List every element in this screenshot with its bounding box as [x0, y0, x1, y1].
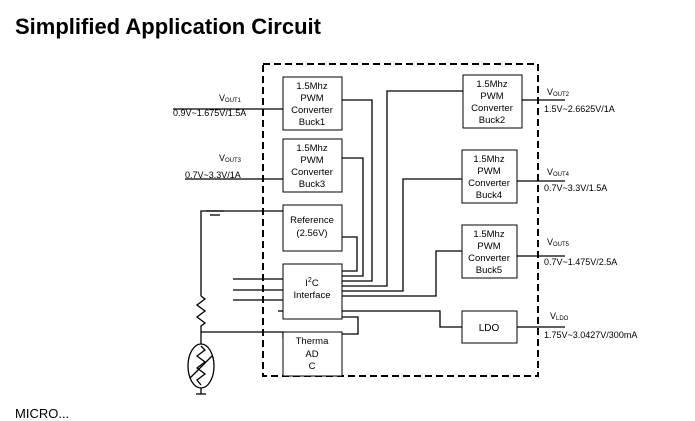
i2c-line2: Interface: [294, 290, 331, 301]
ldo-block: LDO: [461, 310, 518, 344]
buck4-line4: Buck4: [476, 190, 502, 201]
vout5-label: VOUT5 0.7V~1.475V/2.5A: [544, 237, 617, 267]
reference-line2: (2.56V): [296, 228, 327, 239]
vout1-label: VOUT1 0.9V~1.675V/1.5A: [173, 93, 246, 118]
buck3-line3: Converter: [291, 167, 333, 178]
buck4-line3: Converter: [468, 178, 510, 189]
buck3-line4: Buck3: [299, 179, 325, 190]
vout4-name: VOUT4: [547, 167, 570, 178]
buck1-line4: Buck1: [299, 117, 325, 128]
i2c-block: I2C Interface: [282, 263, 343, 320]
vout4-label: VOUT4 0.7V~3.3V/1.5A: [544, 167, 607, 193]
buck3-line2: PWM: [300, 155, 323, 166]
vout1-spec: 0.9V~1.675V/1.5A: [173, 108, 246, 118]
reference-block: Reference (2.56V): [282, 204, 343, 252]
page-title: Simplified Application Circuit: [15, 14, 321, 39]
vout3-spec: 0.7V~3.3V/1A: [185, 170, 241, 180]
buck5-block: 1.5Mhz PWM Converter Buck5: [461, 224, 518, 279]
ldo-label: LDO: [479, 323, 500, 334]
buck4-line1: 1.5Mhz: [473, 154, 504, 165]
vout1-name: VOUT1: [219, 93, 242, 104]
vout5-name: VOUT5: [547, 237, 570, 248]
vout2-name: VOUT2: [547, 87, 570, 98]
i2c-sup: 2: [308, 277, 312, 284]
vout2-spec: 1.5V~2.6625V/1A: [544, 104, 615, 114]
buck1-line2: PWM: [300, 93, 323, 104]
i2c-i: I: [305, 278, 308, 289]
buck5-line3: Converter: [468, 253, 510, 264]
thermistor: [187, 343, 215, 389]
buck2-line3: Converter: [471, 103, 513, 114]
cut-off-paragraph: MICRO...: [15, 406, 70, 421]
buck3-block: 1.5Mhz PWM Converter Buck3: [282, 138, 343, 193]
vldo-name: VLDO: [550, 311, 569, 322]
buck5-line1: 1.5Mhz: [473, 229, 504, 240]
buck2-line4: Buck2: [479, 115, 505, 126]
reference-line1: Reference: [290, 215, 334, 226]
vout5-spec: 0.7V~1.475V/2.5A: [544, 257, 617, 267]
buck4-block: 1.5Mhz PWM Converter Buck4: [461, 149, 518, 204]
thermal-line3: C: [309, 361, 316, 372]
thermal-adc-block: Therma AD C: [282, 331, 343, 377]
buck2-line2: PWM: [480, 91, 503, 102]
thermal-line2: AD: [305, 349, 318, 360]
i2c-c: C: [312, 278, 319, 289]
buck1-line1: 1.5Mhz: [296, 81, 327, 92]
buck5-line2: PWM: [477, 241, 500, 252]
thermal-line1: Therma: [296, 336, 329, 347]
vout4-spec: 0.7V~3.3V/1.5A: [544, 183, 607, 193]
buck4-line2: PWM: [477, 166, 500, 177]
vldo-spec: 1.75V~3.0427V/300mA: [544, 330, 637, 340]
buck1-block: 1.5Mhz PWM Converter Buck1: [282, 76, 343, 131]
buck2-block: 1.5Mhz PWM Converter Buck2: [462, 74, 523, 129]
ic-boundary: [262, 63, 539, 377]
i2c-line1: I2C: [305, 277, 319, 289]
vout3-name: VOUT3: [219, 153, 242, 164]
buck1-line3: Converter: [291, 105, 333, 116]
buck2-line1: 1.5Mhz: [476, 79, 507, 90]
buck5-line4: Buck5: [476, 265, 502, 276]
vout2-label: VOUT2 1.5V~2.6625V/1A: [544, 87, 615, 114]
buck3-line1: 1.5Mhz: [296, 143, 327, 154]
vout3-label: VOUT3 0.7V~3.3V/1A: [185, 153, 242, 180]
vldo-label: VLDO 1.75V~3.0427V/300mA: [544, 311, 637, 340]
